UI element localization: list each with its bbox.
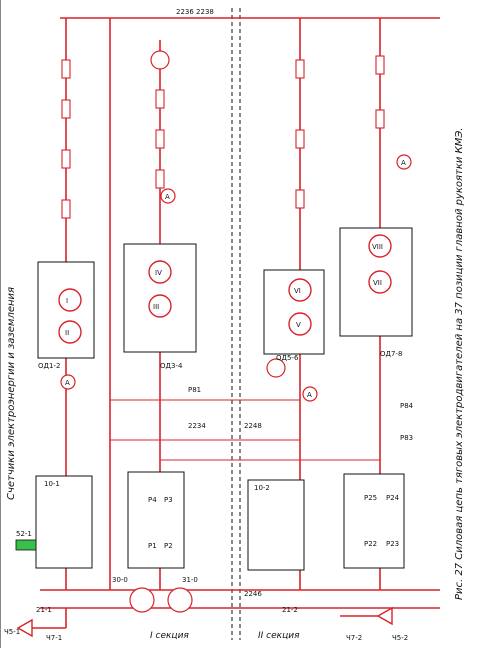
switch-label-b: Ч7-2 [346, 634, 362, 642]
contactor-block-s2b [343, 473, 405, 569]
ammeter-s2b-symbol: A [401, 159, 406, 167]
motor-vi-label: VI [294, 287, 301, 295]
motor-vii [368, 270, 392, 294]
motor-iii-label: III [153, 303, 159, 311]
figure-caption: Рис. 27 Силовая цепь тяговых электродвиг… [454, 128, 465, 601]
resistor-label-b: Р83 [400, 434, 413, 442]
contactor-block-s2a [247, 479, 305, 571]
contactor-block-s1a [35, 475, 93, 569]
p4-label: Р4 [148, 496, 157, 504]
switch-label-a: Ч7-1 [46, 634, 62, 642]
resistor-ladder-s2a [295, 59, 305, 209]
ammeter-s2a-symbol: A [307, 391, 312, 399]
bottom-meter-a [129, 587, 155, 613]
motor-viii-label: VIII [372, 243, 383, 251]
p3-label: Р3 [164, 496, 173, 504]
motor-vi [288, 278, 312, 302]
motor-viii [368, 234, 392, 258]
motor-vii-label: VII [373, 279, 382, 287]
cable-label-c: 2248 [244, 422, 262, 430]
motor-ii-label: II [65, 329, 69, 337]
cable-label-a: 2234 [188, 422, 206, 430]
fuse-label: 52-1 [16, 530, 32, 538]
side-label-group: Счетчики электроэнергии и заземления [6, 287, 17, 500]
resistor-ladder-s1b [155, 89, 165, 189]
pantograph-left-label: Ч5-1 [4, 628, 20, 636]
pantograph-right-label: Ч5-2 [392, 634, 408, 642]
resistor-label-c: Р84 [400, 402, 414, 410]
bottom-label-b: 31-0 [182, 576, 198, 584]
resistor-label-a: Р81 [188, 386, 201, 394]
p24-label: Р24 [386, 494, 400, 502]
pantograph-right [340, 606, 393, 626]
group-label-d: ОД7-8 [380, 350, 402, 358]
ammeter-s1a-symbol: A [65, 379, 70, 387]
meter-mid-s2 [266, 358, 286, 378]
motor-i-label: I [66, 297, 68, 305]
motor-v-label: V [296, 321, 301, 329]
group-label-a: ОД1-2 [38, 362, 60, 370]
cable-label-b: 2246 [244, 590, 262, 598]
contactor-label-a: 10-1 [44, 480, 60, 488]
top-center-label: 2236 2238 [176, 8, 214, 16]
motor-iii [148, 294, 172, 318]
ammeter-s1b [160, 188, 176, 204]
side-label: Счетчики электроэнергии и заземления [6, 287, 17, 500]
motor-ii [58, 320, 82, 344]
p1-label: Р1 [148, 542, 157, 550]
group-label-c: ОД3-4 [160, 362, 183, 370]
bottom-label-a: 30-0 [112, 576, 128, 584]
motor-iv-label: IV [155, 269, 162, 277]
bottom-meter-b [167, 587, 193, 613]
resistor-ladder-s2b [375, 55, 385, 129]
contactor-block-s1b [127, 471, 185, 569]
bottom-label-c: 21-1 [36, 606, 52, 614]
motor-iv [148, 260, 172, 284]
bottom-label-d: 21-2 [282, 606, 298, 614]
contactor-label-b: 10-2 [254, 484, 270, 492]
ammeter-s1a [60, 374, 76, 390]
motor-i [58, 288, 82, 312]
section-two-label: II секция [258, 631, 300, 641]
p2-label: Р2 [164, 542, 173, 550]
resistor-ladder-s1a [61, 59, 71, 219]
meter-top-s1 [150, 50, 170, 70]
section-one-label: I секция [150, 631, 189, 641]
p22-label: Р22 [364, 540, 377, 548]
ammeter-s2b [396, 154, 412, 170]
p25-label: Р25 [364, 494, 377, 502]
pantograph-left [16, 608, 67, 638]
ammeter-s1b-symbol: A [165, 193, 170, 201]
ammeter-s2a [302, 386, 318, 402]
motor-v [288, 312, 312, 336]
group-label-b: ОД5-6 [276, 354, 299, 362]
p23-label: Р23 [386, 540, 399, 548]
fuse-indicator [15, 539, 37, 551]
caption-group: Рис. 27 Силовая цепь тяговых электродвиг… [454, 128, 465, 601]
